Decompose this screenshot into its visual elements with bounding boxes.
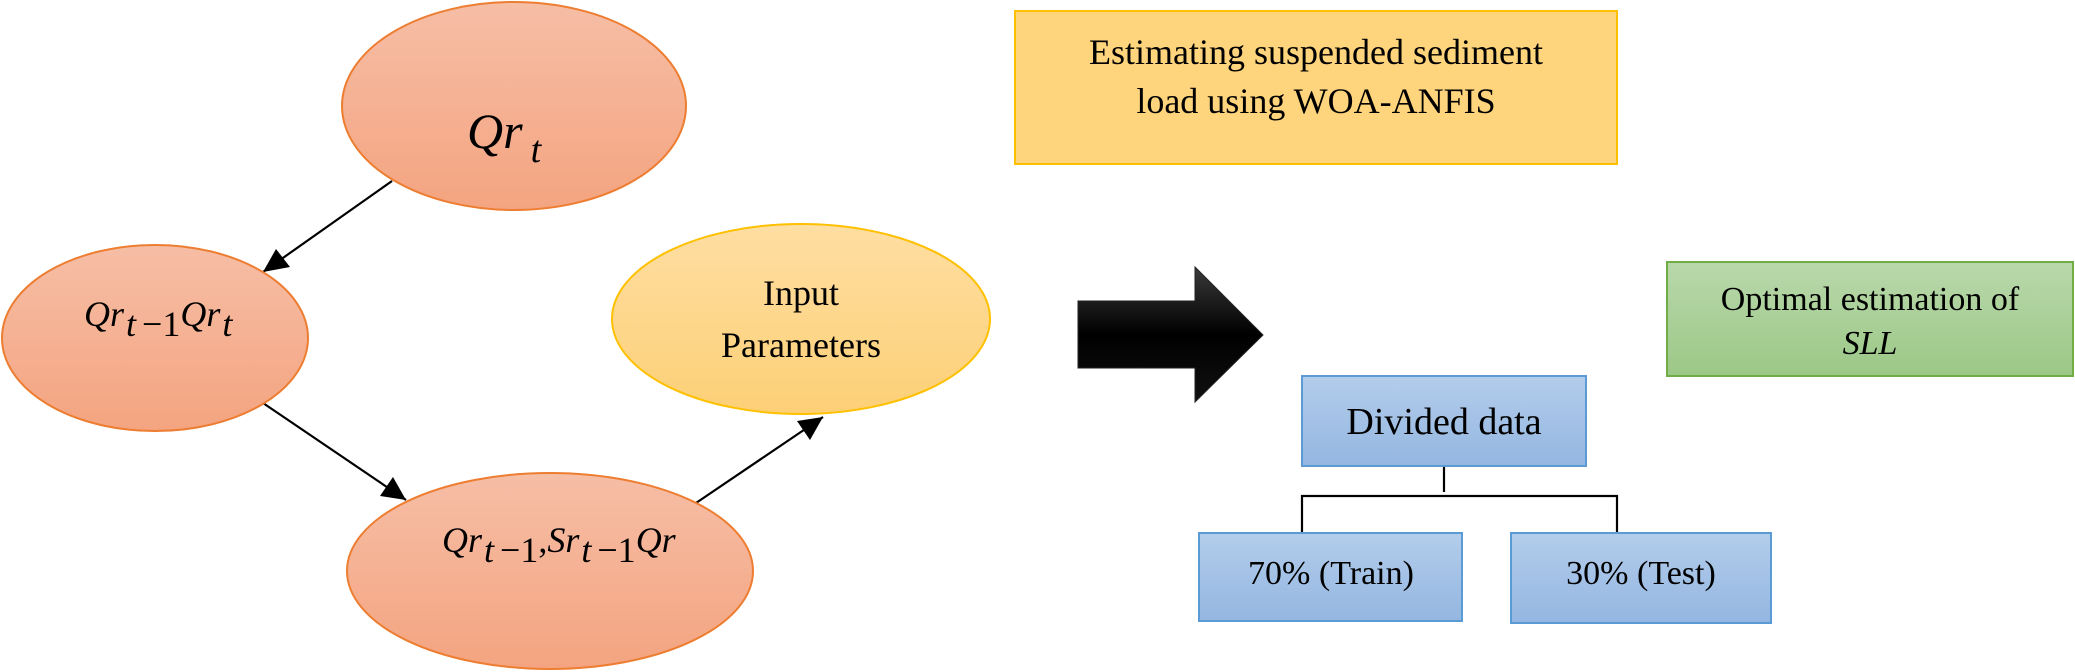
- test-box: [1510, 532, 1772, 624]
- title-line-2: load using WOA-ANFIS: [1136, 81, 1495, 121]
- arrow-node3-to-input: [695, 416, 824, 504]
- test-label: 30% (Test): [1566, 555, 1716, 592]
- arrow-qrt-to-node2: [262, 180, 393, 273]
- arrowhead-1-icon: [263, 249, 290, 272]
- divided-data-label: Divided data: [1346, 401, 1541, 443]
- output-line-2: SLL: [1843, 325, 1898, 362]
- divided-data-tree: Divided data 70% (Train) 30% (Test): [1198, 375, 1772, 624]
- big-right-arrow-icon: [1077, 265, 1264, 404]
- input-parameters-line-1: Input: [763, 273, 839, 313]
- node-qr-t1-qr-t-ellipse: [1, 244, 309, 432]
- node-qr-t-ellipse: [341, 1, 687, 211]
- output-box: Optimal estimation of SLL: [1666, 261, 2074, 377]
- input-parameters-line-2: Parameters: [721, 325, 881, 365]
- node-qr-sr-label: Qrt−1,Srt−1Qr: [442, 520, 677, 570]
- train-box: [1198, 532, 1463, 622]
- flow-arrows: [262, 180, 824, 504]
- tree-branch-line: [1300, 494, 1619, 533]
- divided-data-box: [1301, 375, 1587, 467]
- title-line-1: Estimating suspended sediment: [1089, 32, 1543, 72]
- arrowhead-3-icon: [797, 417, 823, 440]
- output-box-rect: [1666, 261, 2074, 377]
- title-box: Estimating suspended sediment load using…: [1014, 10, 1618, 165]
- node-input-parameters-ellipse: [611, 223, 991, 415]
- train-label: 70% (Train): [1248, 555, 1414, 592]
- title-box-rect: [1014, 10, 1618, 165]
- node-input-parameters: Input Parameters: [611, 223, 991, 415]
- node-qr-t1-qr-t: Qrt−1Qrt: [1, 244, 309, 432]
- arrow-node2-to-node3: [262, 402, 407, 501]
- node-qr-sr-ellipse: [346, 472, 754, 670]
- node-qr-sr: Qrt−1,Srt−1Qr: [346, 472, 754, 670]
- node-qr-t1-qr-t-label: Qrt−1Qrt: [84, 294, 233, 344]
- output-line-1: Optimal estimation of: [1721, 281, 2020, 318]
- arrowhead-2-icon: [380, 477, 406, 500]
